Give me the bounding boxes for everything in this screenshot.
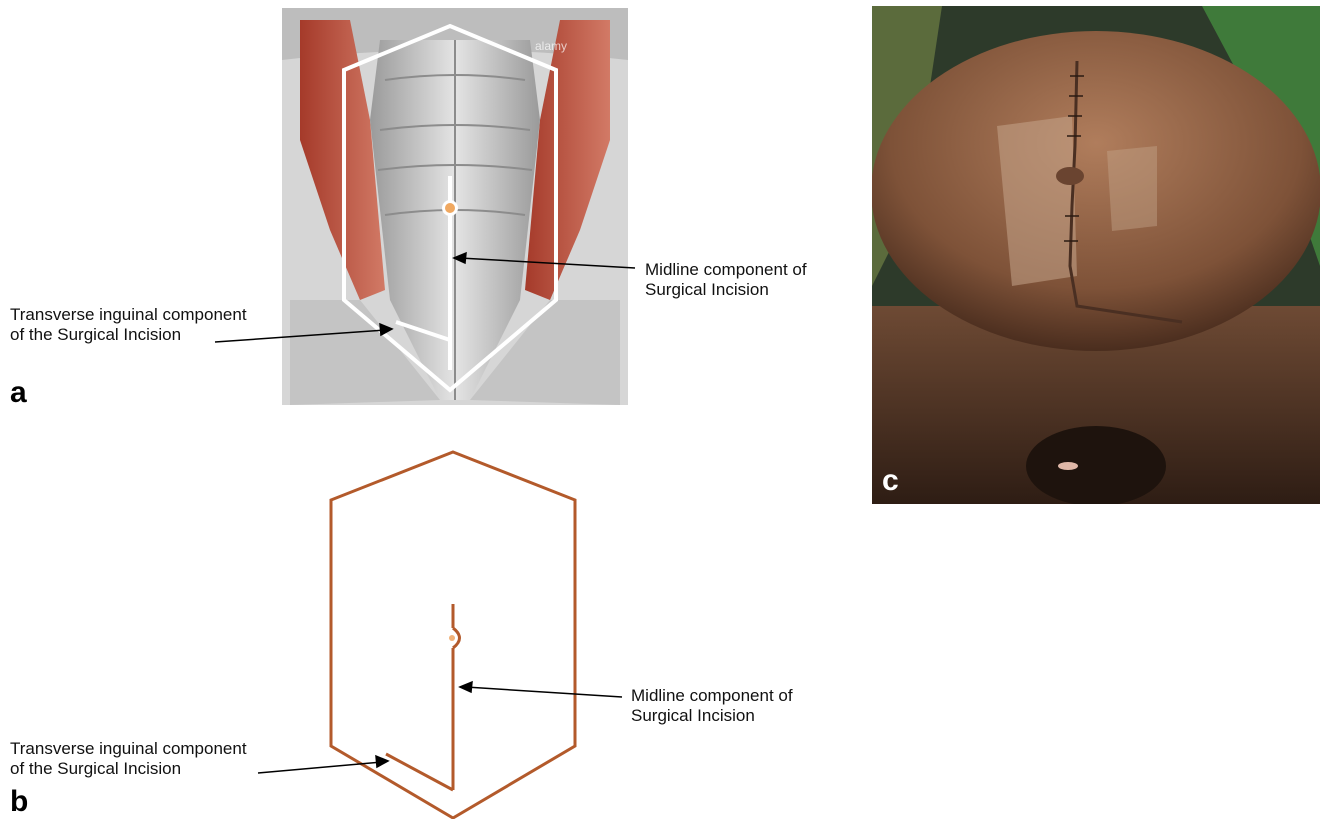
watermark-text: alamy bbox=[535, 39, 567, 53]
schematic-callout-arrows bbox=[258, 682, 622, 773]
midline-component-label: Midline component of Surgical Incision bbox=[645, 260, 807, 300]
schematic-transverse-inguinal-label: Transverse inguinal component of the Sur… bbox=[10, 739, 247, 779]
bright-spot bbox=[1058, 462, 1078, 470]
panel-c-clinical-photograph: c bbox=[872, 6, 1320, 504]
panel-b-incision-schematic: Midline component of Surgical Incision T… bbox=[0, 440, 840, 819]
dressing-tape-right bbox=[1107, 146, 1157, 231]
panel-label-a: a bbox=[10, 376, 27, 410]
transverse-inguinal-component-label: Transverse inguinal component of the Sur… bbox=[10, 305, 247, 345]
abdomen-region bbox=[872, 31, 1320, 351]
schematic-umbilicus-dot bbox=[449, 635, 455, 641]
lower-shadow bbox=[1026, 426, 1166, 504]
panel-a-anatomy-illustration: alamy Midline component of Surgical Inci… bbox=[0, 0, 840, 415]
abdominal-muscle-illustration: alamy bbox=[0, 0, 840, 415]
panel-label-c: c bbox=[882, 464, 899, 498]
schematic-midline-label: Midline component of Surgical Incision bbox=[631, 686, 793, 726]
postoperative-photo bbox=[872, 6, 1320, 504]
panel-label-b: b bbox=[10, 785, 28, 819]
umbilicus bbox=[1056, 167, 1084, 185]
umbilicus-dot bbox=[445, 203, 455, 213]
